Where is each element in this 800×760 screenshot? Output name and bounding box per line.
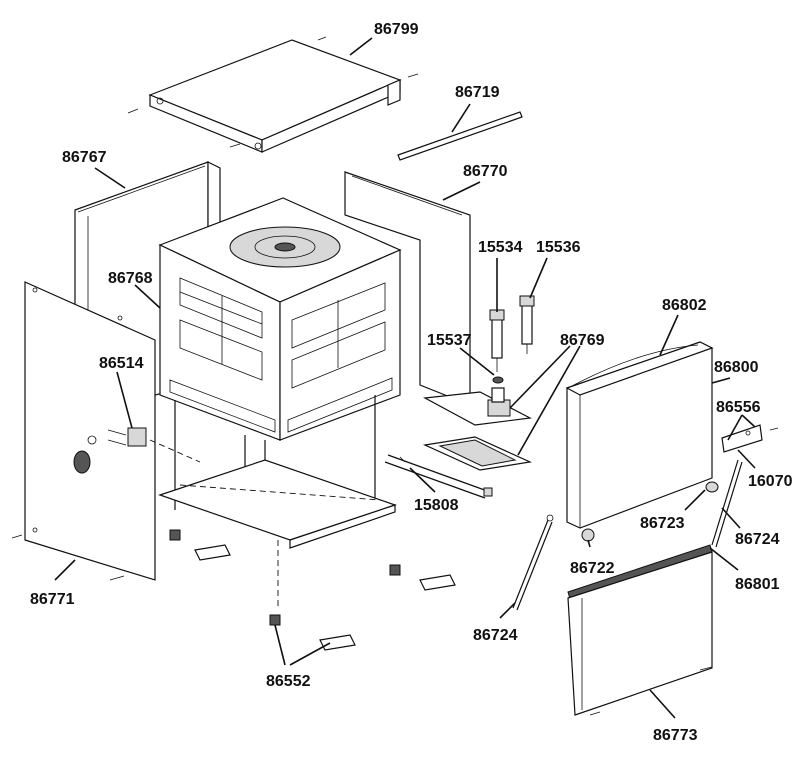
leg-bracket-front [319,634,356,651]
top-cover-panel [127,36,419,153]
leader-lines [54,37,756,719]
lower-door-panel [567,551,713,716]
part-label: 15808 [414,497,459,514]
part-label: 86768 [108,270,153,287]
rinse-aid-tube-15534 [489,309,505,372]
part-label: 86552 [266,673,311,690]
leg-bracket-left [194,544,231,561]
gas-spring-right [711,459,743,548]
part-label: 86724 [473,627,518,644]
part-label: 15537 [427,332,472,349]
part-label: 16070 [748,473,793,490]
part-label: 15534 [478,239,523,256]
part-label: 86801 [735,576,780,593]
filter-tray-lower [422,436,533,471]
seal-15537 [492,376,504,384]
part-label: 86722 [570,560,615,577]
part-label: 86724 [735,531,780,548]
part-label: 86771 [30,591,75,608]
filter-tray-upper [423,387,532,426]
part-label: 86800 [714,359,759,376]
part-number-labels: 86799 86719 86767 86770 15534 15536 8676… [30,21,793,744]
leg-bracket-right [419,574,456,591]
front-left-panel [11,281,156,581]
part-label: 86719 [455,84,500,101]
hinge-bracket [721,424,779,453]
part-label: 86514 [99,355,144,372]
part-label: 86770 [463,163,508,180]
part-label: 86767 [62,149,107,166]
gas-spring-left [512,514,554,611]
switch-component [87,427,201,463]
part-label: 86799 [374,21,419,38]
base-leg-frame [158,395,456,651]
roller-86722 [581,528,595,542]
top-trim-strip [397,111,523,161]
upper-door-panel [565,341,714,529]
detergent-tube-15536 [519,295,535,354]
part-label: 86723 [640,515,685,532]
part-label: 86769 [560,332,605,349]
roller-86723 [705,481,719,493]
part-label: 15536 [536,239,581,256]
part-label: 86556 [716,399,761,416]
heater-element [384,454,493,499]
part-label: 86773 [653,727,698,744]
right-rear-panel [344,171,471,406]
main-wash-tank-frame [158,197,402,441]
part-label: 86802 [662,297,707,314]
